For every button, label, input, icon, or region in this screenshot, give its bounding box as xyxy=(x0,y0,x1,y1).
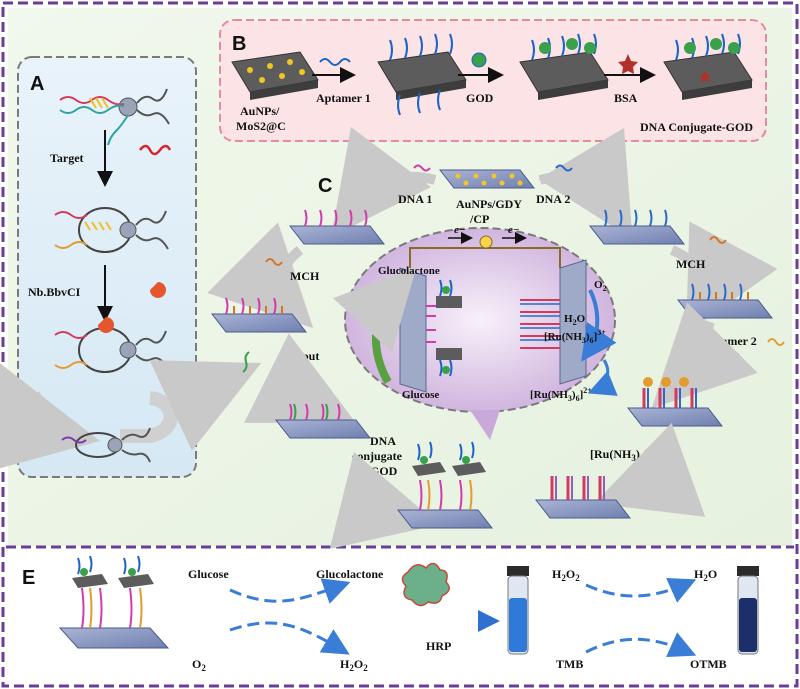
label-aunps: AuNPs/ xyxy=(240,104,280,118)
label-output-1: Output xyxy=(282,349,319,363)
arrow-to-dna2 xyxy=(538,127,633,240)
god-enzyme-icon xyxy=(471,52,487,68)
dna-conjugate-god-particle xyxy=(663,33,753,100)
electrode-ru-adsorbed xyxy=(534,476,632,519)
electrode-aptamer2 xyxy=(626,377,724,427)
label-electrode-1: AuNPs/GDY xyxy=(456,197,522,211)
label-glucolactone-d: Glucolactone xyxy=(378,265,440,277)
label-aptamer2-2: -BOD xyxy=(710,349,740,363)
target-strand xyxy=(139,144,172,156)
panel-e-letter: E xyxy=(22,567,35,589)
glucose-oxidation-arrow xyxy=(333,266,417,384)
hrp-protein-icon xyxy=(401,562,450,607)
label-e-left: e− xyxy=(454,224,466,236)
label-god: GOD xyxy=(466,91,494,105)
vial-blue xyxy=(507,566,529,655)
label-ru3-d: [Ru(NH3)6]3+ xyxy=(544,328,606,345)
panel-b-letter: B xyxy=(232,33,246,55)
panel-e: E Glucose Glucolactone O2 H2O2 HRP H2O2 xyxy=(22,555,759,673)
glucose-to-glucolactone-arrow xyxy=(229,578,351,604)
electrode-mch-left xyxy=(210,297,308,333)
label-h2o-e: H2O xyxy=(694,567,717,583)
electrode-e xyxy=(58,555,170,649)
label-aptamer-1: Aptamer 1 xyxy=(316,91,371,105)
mos2-nanosheet xyxy=(231,51,319,100)
electrode-output xyxy=(274,403,372,439)
label-conj-1: DNA xyxy=(370,434,396,448)
label-electrode-2: /CP xyxy=(469,212,489,226)
label-mch-left: MCH xyxy=(290,269,320,283)
tmb-to-otmb-arrow xyxy=(585,632,697,657)
panel-d-letter: D xyxy=(356,293,370,315)
electrode-dna2 xyxy=(588,209,686,245)
label-otmb: OTMB xyxy=(690,657,727,671)
h2o2-to-h2o-arrow xyxy=(585,578,697,603)
panel-c-letter: C xyxy=(318,175,332,197)
o2-to-h2o2-arrow xyxy=(229,621,350,655)
label-dna-2: DNA 2 xyxy=(536,192,570,206)
label-tmb: TMB xyxy=(556,657,583,671)
bulb-icon xyxy=(479,235,493,249)
mos2-with-god xyxy=(519,33,609,100)
label-dna-conjugate-god: DNA Conjugate-GOD xyxy=(640,120,753,134)
dna-complex-2 xyxy=(54,207,169,253)
label-ru-c: [Ru(NH3)6]3+ xyxy=(590,445,658,463)
electrode-top xyxy=(438,169,536,189)
cathode-plate xyxy=(559,259,587,385)
arrow-to-dna1 xyxy=(330,126,437,237)
mos2-with-aptamer xyxy=(377,33,467,116)
dna-complex-1 xyxy=(59,88,170,146)
label-nb-bbvci: Nb.BbvCI xyxy=(28,285,81,299)
aptamer-icon xyxy=(319,58,351,66)
vial-dark xyxy=(737,566,759,655)
label-h2o2-e2: H2O2 xyxy=(552,567,580,583)
label-mos2c: MoS2@C xyxy=(236,119,286,133)
panel-c: C AuNPs/GDY /CP DNA 1 DNA 2 MCH MCH xyxy=(207,126,785,549)
label-bsa: BSA xyxy=(614,91,638,105)
panel-a-letter: A xyxy=(30,73,44,95)
panel-b: B AuNPs/ MoS2@C Aptamer 1 GOD xyxy=(219,19,767,142)
label-glucolactone-e: Glucolactone xyxy=(316,567,384,581)
dna-complex-4 xyxy=(61,427,151,463)
bsa-star-icon xyxy=(618,54,638,74)
label-aptamer2-1: Aptamer 2 xyxy=(702,334,757,348)
anode-plate xyxy=(399,267,427,393)
label-output-2: DNA xyxy=(288,364,314,378)
label-mch-right: MCH xyxy=(676,257,706,271)
label-h2o-d: H2O xyxy=(564,313,586,327)
label-hrp: HRP xyxy=(426,639,451,653)
o2-reduction-arrow xyxy=(581,289,617,362)
label-target: Target xyxy=(50,151,84,165)
label-conj-3: -GOD xyxy=(366,464,398,478)
electrode-dna1 xyxy=(288,209,386,245)
electrode-conjugate-bound xyxy=(396,441,494,529)
label-glucose-e: Glucose xyxy=(188,567,229,581)
label-dna-1: DNA 1 xyxy=(398,192,432,206)
panel-d: D e− e− Glucolactone Glucose O2 H2O [Ru(… xyxy=(333,224,618,440)
label-e-right: e− xyxy=(508,224,520,236)
label-h2o2-e: H2O2 xyxy=(340,657,368,673)
label-ru2-d: [Ru(NH3)6]2+ xyxy=(530,386,592,403)
label-glucose-d: Glucose xyxy=(402,389,439,401)
panel-a: A Target Nb.BbvCI xyxy=(0,56,197,483)
label-conj-2: conjugate xyxy=(352,449,403,463)
nicking-enzyme-icon xyxy=(150,282,166,298)
